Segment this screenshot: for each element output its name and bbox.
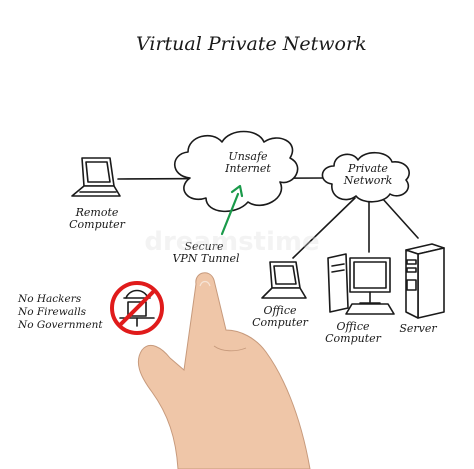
server: Server xyxy=(399,243,445,335)
diagram-title: Virtual Private Network xyxy=(136,33,367,55)
laptop-icon xyxy=(71,157,121,197)
remote-label-2: Computer xyxy=(69,218,126,231)
laptop-icon xyxy=(261,261,307,299)
threat-item: No Hackers xyxy=(17,293,82,305)
line-private-to-laptop xyxy=(292,197,356,259)
tunnel-arrow-shaft xyxy=(220,192,240,236)
watermark: dreamstime xyxy=(144,227,319,257)
cloud-private-shape xyxy=(321,151,410,203)
tunnel-arrow-head xyxy=(230,184,244,198)
office2-label-1: Office xyxy=(337,320,370,333)
cloud-internet-label-2: Internet xyxy=(224,162,271,175)
tunnel-label-1: Secure xyxy=(184,240,224,253)
threat-list: No Hackers No Firewalls No Government xyxy=(17,293,103,331)
office-desktop: Office Computer xyxy=(325,253,395,345)
cloud-private-label-1: Private xyxy=(347,162,388,175)
threat-item: No Government xyxy=(17,319,103,331)
server-tower-icon xyxy=(405,243,445,319)
hacker-prohibited-icon xyxy=(110,281,164,335)
cloud-internet-shape xyxy=(173,130,299,213)
line-private-to-server xyxy=(381,197,419,239)
private-network-cloud: Private Network xyxy=(321,151,410,203)
office1-label-2: Computer xyxy=(252,316,309,329)
secure-tunnel: Secure VPN Tunnel xyxy=(172,184,244,265)
pointing-hand xyxy=(137,272,311,469)
tunnel-label-2: VPN Tunnel xyxy=(172,252,240,265)
office2-label-2: Computer xyxy=(325,332,382,345)
threat-item: No Firewalls xyxy=(17,306,87,318)
hand-shape xyxy=(137,272,311,469)
remote-laptop: Remote Computer xyxy=(69,157,126,231)
office1-label-1: Office xyxy=(264,304,297,317)
remote-label-1: Remote xyxy=(75,206,119,219)
server-label: Server xyxy=(399,322,437,335)
desktop-computer-icon xyxy=(327,253,395,315)
cloud-internet-label-1: Unsafe xyxy=(228,150,268,163)
internet-cloud: Unsafe Internet xyxy=(173,130,299,213)
cloud-private-label-2: Network xyxy=(343,174,393,187)
office-laptop: Office Computer xyxy=(252,261,309,329)
